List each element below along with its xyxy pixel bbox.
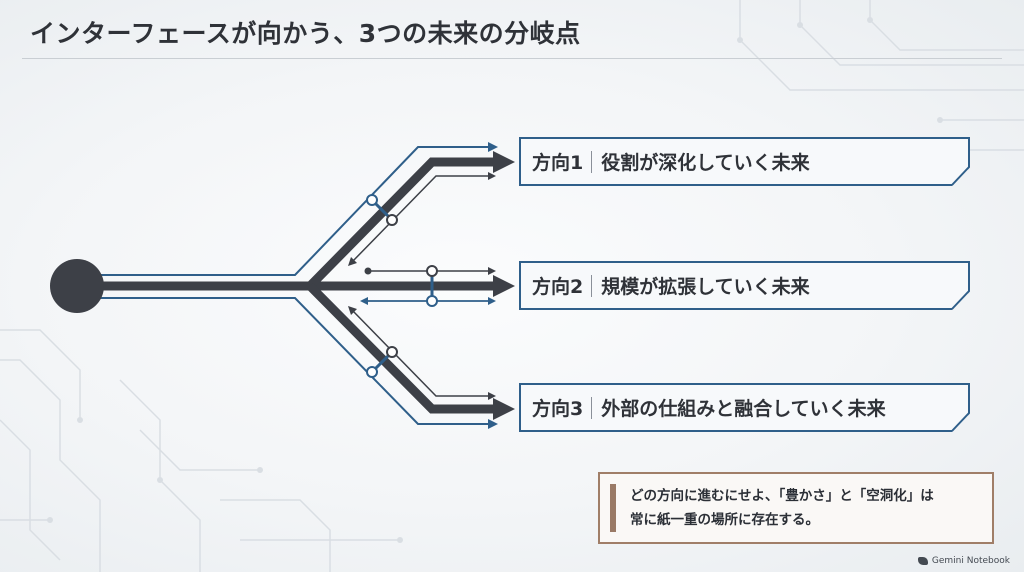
main-arrow-2 — [493, 275, 515, 297]
thin-track-mid-start-dot — [364, 267, 372, 275]
title-divider — [22, 58, 1002, 59]
note-line-1: どの方向に進むにせよ、「豊かさ」と「空洞化」は — [630, 488, 934, 504]
main-track-lower — [306, 282, 495, 414]
main-track-arrows — [493, 151, 515, 420]
main-arrow-1 — [493, 151, 515, 173]
thin-arrow-upper-start — [348, 257, 357, 266]
blue-track-bottom — [78, 297, 490, 425]
direction-box-1: 方向1 役割が深化していく未来 — [519, 137, 970, 186]
blue-track-arrows — [488, 142, 498, 429]
direction-text: 外部の仕組みと融合していく未来 — [601, 398, 886, 420]
thin-arrow-lower-end — [488, 392, 496, 400]
note-line-2: 常に紙一重の場所に存在する。 — [630, 512, 819, 528]
blue-arrow-bottom — [488, 419, 498, 429]
direction-label: 方向2 — [532, 276, 584, 298]
thin-track-lower — [351, 309, 490, 397]
brand-footer: Gemini Notebook — [917, 556, 1010, 566]
callout-note: どの方向に進むにせよ、「豊かさ」と「空洞化」は 常に紙一重の場所に存在する。 — [598, 472, 994, 544]
direction-label: 方向1 — [532, 152, 584, 174]
direction-text: 役割が深化していく未来 — [601, 152, 810, 174]
main-track-upper — [306, 157, 495, 290]
gemini-notebook-icon — [917, 557, 928, 565]
node-upper-dark — [386, 214, 398, 226]
direction-label: 方向3 — [532, 398, 584, 420]
node-mid-dark — [426, 265, 438, 277]
thin-arrow-mid-end — [488, 267, 496, 275]
junction-nodes — [366, 194, 438, 378]
thin-arrow-lower-start — [348, 306, 357, 315]
node-mid-blue — [426, 295, 438, 307]
main-arrow-3 — [493, 398, 515, 420]
blue-bi-arrow-right — [488, 297, 496, 305]
direction-separator — [591, 397, 592, 419]
blue-arrow-top — [488, 142, 498, 152]
blue-bi-arrow-left — [360, 297, 368, 305]
node-lower-dark — [386, 346, 398, 358]
direction-text: 規模が拡張していく未来 — [601, 276, 810, 298]
brand-name: Gemini Notebook — [931, 556, 1010, 566]
node-lower-blue — [366, 366, 378, 378]
direction-separator — [591, 151, 592, 173]
thin-arrow-upper-end — [488, 172, 496, 180]
note-accent-bar — [610, 484, 616, 532]
direction-box-2: 方向2 規模が拡張していく未来 — [519, 261, 970, 310]
blue-track-group — [78, 146, 490, 425]
main-track-group — [78, 157, 495, 414]
blue-track-top — [78, 146, 490, 276]
direction-box-3: 方向3 外部の仕組みと融合していく未来 — [519, 383, 970, 432]
node-upper-blue — [366, 194, 378, 206]
thin-track-upper — [351, 175, 490, 263]
page-title: インターフェースが向かう、3つの未来の分岐点 — [30, 19, 581, 48]
blue-bidirectional-arrows — [360, 297, 496, 305]
thin-track-arrows — [348, 172, 496, 400]
direction-separator — [591, 275, 592, 297]
origin-node — [50, 259, 104, 313]
